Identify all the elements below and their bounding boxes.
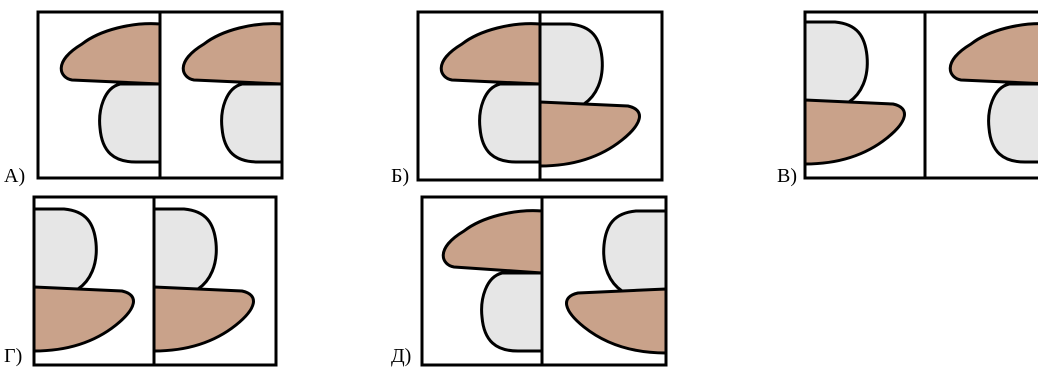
- option-a-figure: [36, 10, 284, 180]
- option-v-right-stem: [987, 82, 1038, 164]
- option-b-label: Б): [391, 165, 410, 187]
- option-d-left-cap: [441, 209, 544, 275]
- option-a-label: А): [4, 165, 26, 187]
- option-b-left-cap: [439, 22, 542, 86]
- option-d-left-stem: [480, 271, 544, 353]
- option-g-right-cap: [152, 285, 255, 353]
- option-d-right-stem: [602, 209, 668, 293]
- option-v-left-cap: [803, 98, 906, 166]
- option-g-left-stem: [32, 207, 98, 291]
- option-v-figure: [803, 10, 1038, 180]
- option-g-right-stem: [152, 207, 218, 291]
- option-d-right-cap: [565, 287, 668, 355]
- option-b-left-stem: [478, 82, 542, 164]
- option-b-right-stem: [538, 22, 604, 106]
- option-v-right-cap: [948, 22, 1038, 86]
- option-a-left-cap: [59, 22, 162, 86]
- option-g-left-cap: [32, 285, 135, 353]
- option-g-figure: [32, 195, 278, 367]
- option-d-label: Д): [391, 345, 412, 367]
- option-v-label: В): [777, 165, 797, 187]
- option-g-label: Г): [4, 345, 23, 367]
- option-a-right-stem: [220, 82, 284, 164]
- option-d-figure: [420, 195, 668, 367]
- option-v-left-stem: [803, 20, 869, 104]
- option-b-right-cap: [538, 100, 641, 168]
- option-a-right-cap: [181, 22, 284, 86]
- option-a-left-stem: [98, 82, 162, 164]
- option-b-figure: [416, 10, 664, 182]
